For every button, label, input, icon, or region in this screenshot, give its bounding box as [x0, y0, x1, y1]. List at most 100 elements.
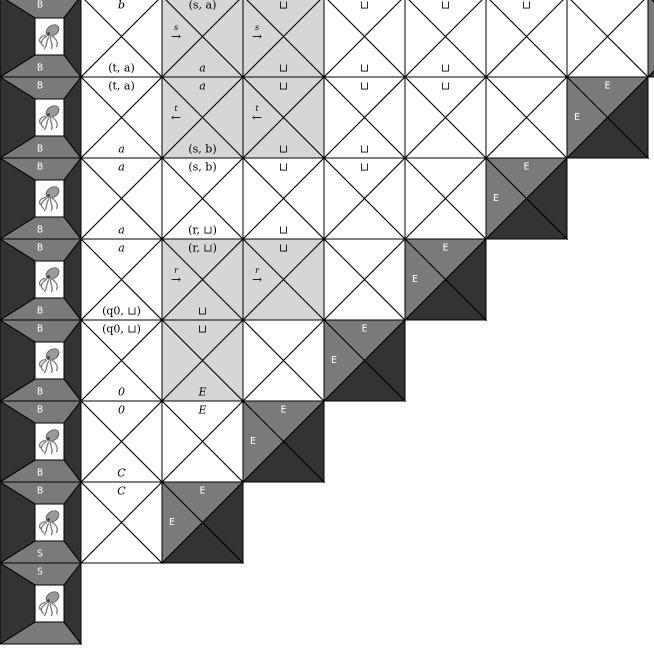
- cell-top-label: (r, ⊔): [188, 242, 217, 255]
- boundary-bottom-label: S: [37, 549, 43, 560]
- cell-bottom-label: (s, b): [188, 143, 216, 156]
- cell-bottom-label: ⊔: [360, 143, 369, 156]
- grid-cell: ⊔: [324, 158, 405, 239]
- cell-bottom-label: a: [118, 143, 125, 156]
- end-top-label: E: [523, 162, 529, 173]
- cell-top-label: E: [197, 404, 206, 417]
- boundary-tile: BB: [0, 239, 81, 320]
- cell-bottom-label: ⊔: [279, 224, 288, 237]
- diagonal-tile: EE: [324, 320, 405, 401]
- cell-top-label: ⊔: [279, 242, 288, 255]
- boundary-top-label: S: [37, 567, 43, 578]
- boundary-tile: BB: [0, 0, 81, 77]
- grid-cell: (q0, ⊔) 0: [81, 320, 162, 401]
- cell-bottom-label: ⊔: [360, 62, 369, 75]
- boundary-top-label: B: [37, 243, 43, 254]
- diagonal-tile: EE: [648, 0, 654, 77]
- diagonal-tile: EE: [243, 401, 324, 482]
- transition-symbol: s: [174, 23, 178, 32]
- grid-cell: a(q0, ⊔): [81, 239, 162, 320]
- cell-top-label: b: [118, 0, 125, 12]
- grid-cell: ⊔: [405, 77, 486, 158]
- cell-bottom-label: a: [199, 62, 206, 75]
- end-label: E: [574, 112, 580, 123]
- cell-top-label: ⊔: [279, 161, 288, 174]
- grid-cell: C: [81, 482, 162, 563]
- cell-top-label: (q0, ⊔): [102, 323, 141, 336]
- grid-cell: (s, b)(r, ⊔): [162, 158, 243, 239]
- cell-bottom-label: ⊔: [279, 143, 288, 156]
- diagonal-tile: EE: [405, 239, 486, 320]
- cell-bottom-label: E: [197, 386, 206, 399]
- boundary-tile: BB: [0, 158, 81, 239]
- boundary-top-label: B: [37, 81, 43, 92]
- end-label: E: [331, 355, 337, 366]
- boundary-tile: BB: [0, 77, 81, 158]
- boundary-bottom-label: B: [37, 225, 43, 236]
- boundary-tile: BB: [0, 401, 81, 482]
- end-top-label: E: [199, 486, 205, 497]
- grid-cell: ⊔⊔: [405, 0, 486, 77]
- grid-cell: b (t, a): [81, 0, 162, 77]
- cell-top-label: ⊔: [522, 0, 531, 12]
- boundary-bottom-label: B: [37, 63, 43, 74]
- boundary-top-label: B: [37, 324, 43, 335]
- boundary-bottom-label: B: [37, 306, 43, 317]
- boundary-bottom-label: B: [37, 468, 43, 479]
- cell-bottom-label: 0: [118, 386, 125, 399]
- grid-cell: [567, 0, 648, 77]
- cell-top-label: ⊔: [279, 0, 288, 12]
- end-label: E: [169, 517, 175, 528]
- cell-top-label: ⊔: [198, 323, 207, 336]
- cell-bottom-label: ⊔: [198, 305, 207, 318]
- cell-top-label: ⊔: [441, 0, 450, 12]
- cell-top-label: C: [117, 485, 126, 498]
- end-label: E: [250, 436, 256, 447]
- cell-top-label: ⊔: [360, 161, 369, 174]
- cell-bottom-label: ⊔: [279, 62, 288, 75]
- boundary-tile: BB: [0, 320, 81, 401]
- end-label: E: [412, 274, 418, 285]
- boundary-top-label: B: [37, 0, 43, 11]
- boundary-tile: BS: [0, 482, 81, 563]
- grid-cell: E: [162, 401, 243, 482]
- end-top-label: E: [604, 81, 610, 92]
- grid-cell: [243, 320, 324, 401]
- cell-bottom-label: (q0, ⊔): [102, 305, 141, 318]
- diagonal-tile: EE: [567, 77, 648, 158]
- diagonal-tile: EE: [486, 158, 567, 239]
- boundary-bottom-label: B: [37, 144, 43, 155]
- cell-top-label: a: [118, 161, 125, 174]
- cell-bottom-label: a: [118, 224, 125, 237]
- end-top-label: E: [361, 324, 367, 335]
- grid-cell: [405, 158, 486, 239]
- grid-cell: aa: [81, 158, 162, 239]
- boundary-tile: S: [0, 563, 81, 644]
- grid-cell: ⊔⊔: [324, 77, 405, 158]
- grid-cell: [486, 77, 567, 158]
- diagonal-tile: EE: [162, 482, 243, 563]
- cell-bottom-label: ⊔: [441, 62, 450, 75]
- boundary-bottom-label: B: [37, 387, 43, 398]
- end-top-label: E: [280, 405, 286, 416]
- boundary-top-label: B: [37, 486, 43, 497]
- end-label: E: [493, 193, 499, 204]
- grid-cell: [324, 239, 405, 320]
- cell-top-label: (t, a): [108, 80, 135, 93]
- grid-cell: (t, a) a: [81, 77, 162, 158]
- grid-cell: ⊔E: [162, 320, 243, 401]
- boundary-top-label: B: [37, 405, 43, 416]
- grid-cell: 0C: [81, 401, 162, 482]
- cell-bottom-label: (t, a): [108, 62, 135, 75]
- boundary-top-label: B: [37, 162, 43, 173]
- cell-top-label: (s, b): [188, 161, 216, 174]
- grid-cell: ⊔⊔: [324, 0, 405, 77]
- cell-top-label: (s, a): [189, 0, 217, 12]
- cell-top-label: ⊔: [360, 0, 369, 12]
- cell-top-label: ⊔: [441, 80, 450, 93]
- cell-top-label: ⊔: [279, 80, 288, 93]
- transition-symbol: s: [255, 23, 259, 32]
- grid-cell: ⊔⊔: [243, 158, 324, 239]
